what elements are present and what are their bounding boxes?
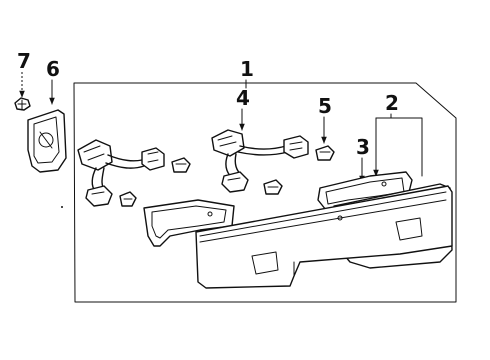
left-socket-harness (77, 139, 165, 207)
callout-4: 4 (236, 86, 250, 110)
callout-2: 2 (385, 91, 399, 115)
side-dot (61, 206, 63, 208)
callout-7: 7 (17, 49, 31, 73)
right-socket-harness-part-4 (211, 129, 309, 193)
callout-6: 6 (46, 57, 60, 81)
right-bulb-part-5 (315, 145, 335, 161)
leader-lines (19, 72, 423, 183)
left-gasket (143, 199, 235, 247)
garnish-lens-panel (195, 185, 453, 289)
assembly-frame (73, 82, 457, 303)
side-marker-lamp-part-6 (27, 109, 67, 173)
right-bulb-lower (263, 179, 283, 195)
clip-part-7 (14, 97, 31, 111)
left-bulb-upper (171, 157, 191, 173)
callout-3: 3 (356, 135, 370, 159)
left-bulb-lower (119, 191, 137, 207)
callout-1: 1 (240, 57, 254, 81)
callout-5: 5 (318, 94, 332, 118)
